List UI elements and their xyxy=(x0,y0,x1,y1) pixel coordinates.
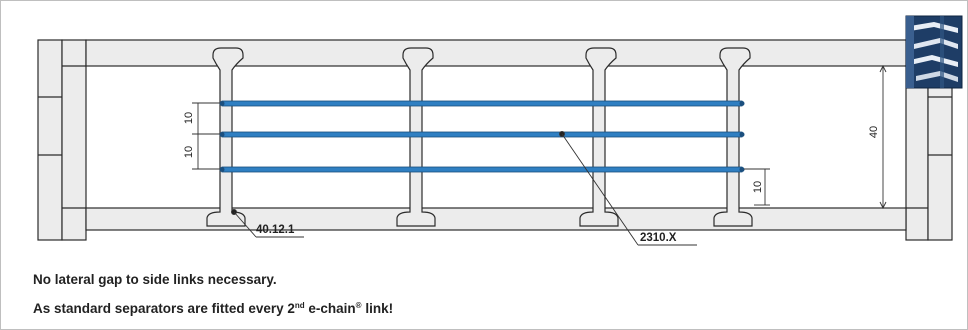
label-rod-part: 2310.X xyxy=(640,232,677,244)
shelf-rod-middle xyxy=(219,131,745,138)
left-side-link xyxy=(37,39,87,241)
dim-text-10-middle: 10 xyxy=(183,146,195,158)
note-text-end: link! xyxy=(361,301,394,316)
dimension-left xyxy=(192,102,220,170)
dim-text-10-right: 10 xyxy=(752,181,764,193)
note-separator-fitting: As standard separators are fitted every … xyxy=(33,301,393,316)
leader-separator xyxy=(231,209,304,238)
label-separator-part: 40.12.1 xyxy=(256,224,295,236)
note-lateral-gap: No lateral gap to side links necessary. xyxy=(33,272,277,287)
leader-rod xyxy=(559,131,697,246)
dimension-right-10 xyxy=(744,168,770,206)
shelf-rod-bottom xyxy=(219,166,745,173)
shelf-rod-top xyxy=(219,100,745,107)
note-superscript-nd: nd xyxy=(294,301,305,310)
product-thumbnail xyxy=(905,15,963,89)
top-crossbar xyxy=(85,39,907,67)
bottom-crossbar xyxy=(85,207,907,231)
note-text-mid: e-chain xyxy=(304,301,356,316)
dimension-right-40 xyxy=(860,64,904,210)
registered-mark: ® xyxy=(355,301,362,310)
dim-text-40: 40 xyxy=(868,126,880,138)
note-text-start: As standard separators are fitted every … xyxy=(33,301,295,316)
dim-text-10-top: 10 xyxy=(183,112,195,124)
